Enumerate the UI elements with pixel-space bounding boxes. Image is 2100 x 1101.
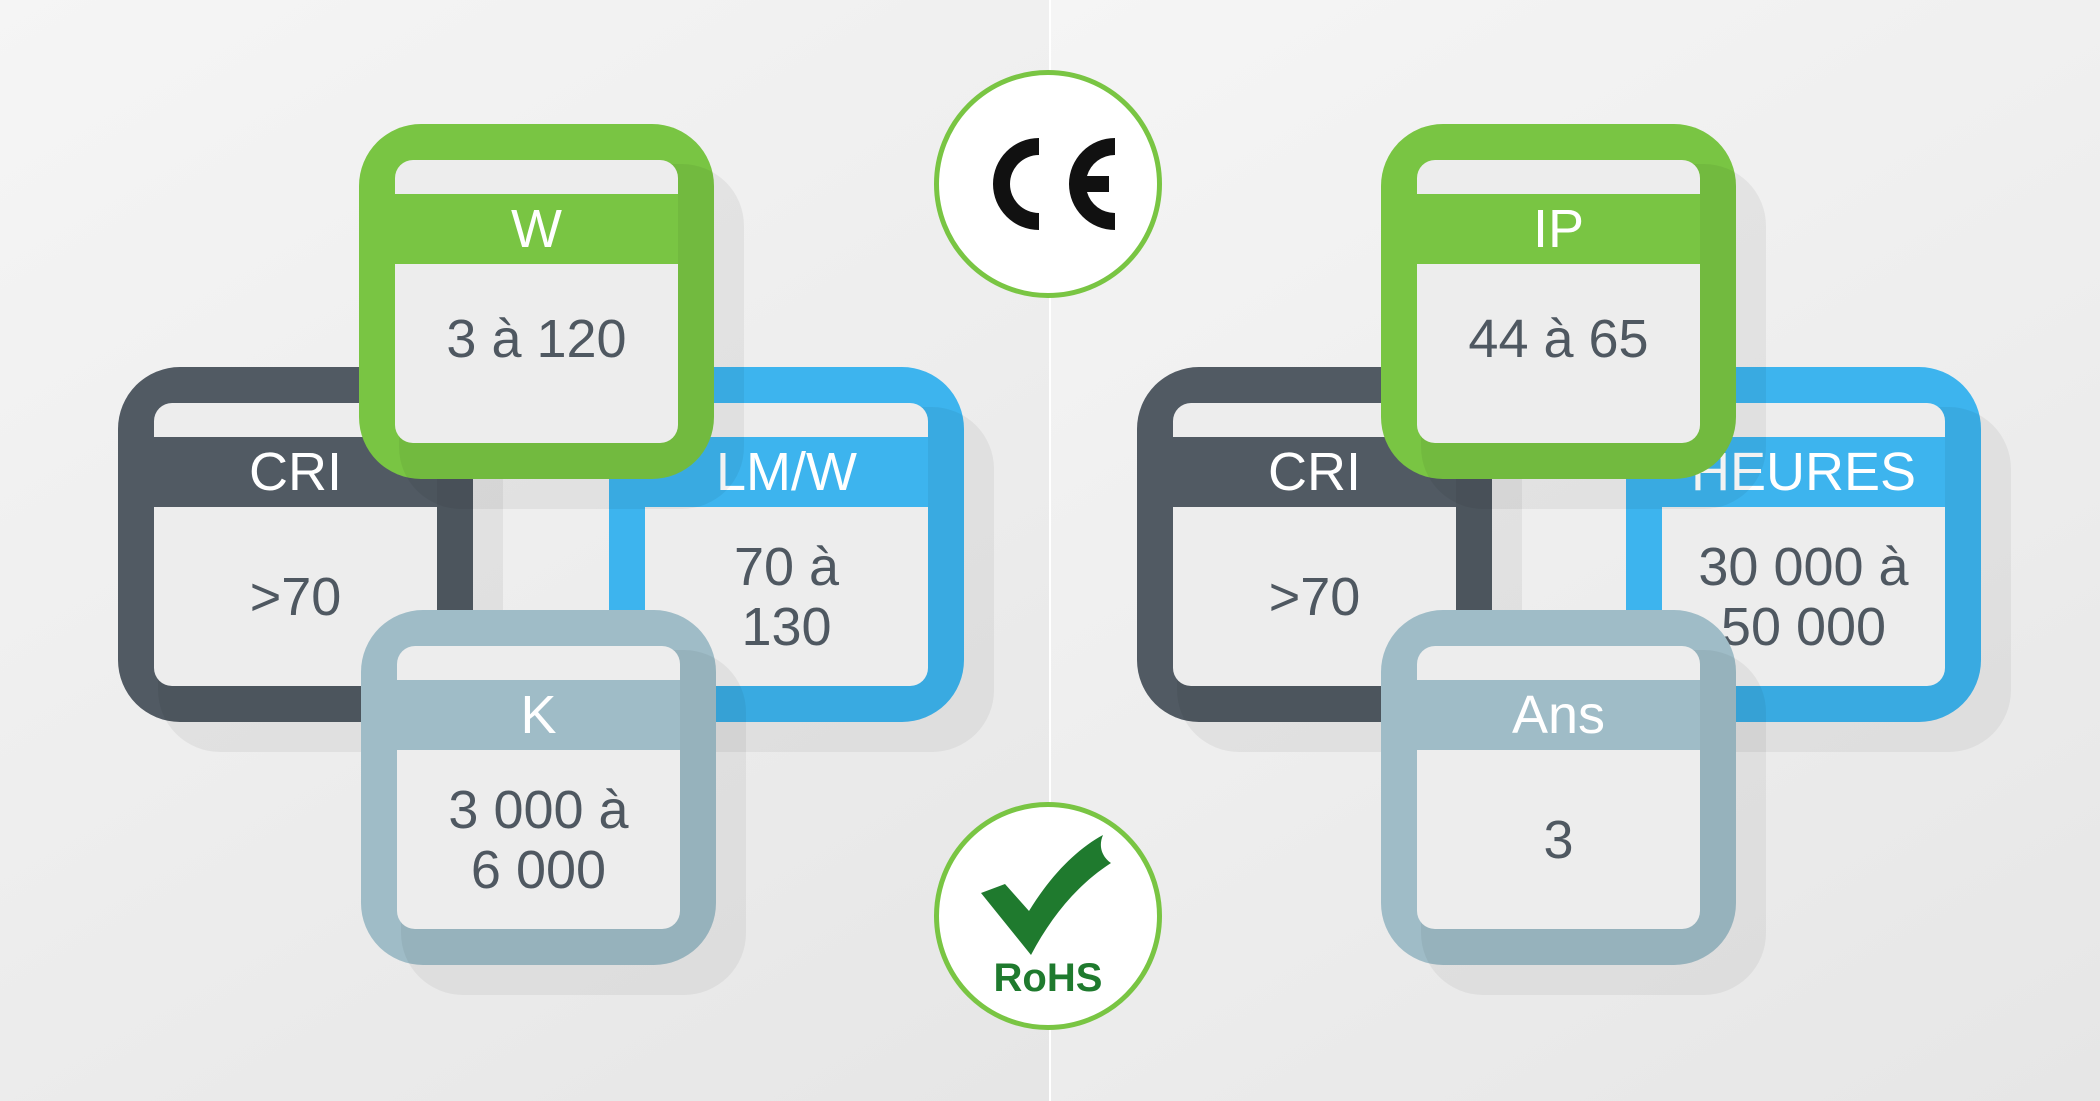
- ce-mark-icon: [993, 138, 1115, 230]
- rohs-check-icon: RoHS: [981, 835, 1111, 1000]
- rohs-badge: RoHS: [934, 802, 1162, 1030]
- card-value: >70: [249, 566, 342, 627]
- card-value: 30 000 à 50 000: [1698, 536, 1909, 657]
- card-value: 3 000 à 6 000: [448, 779, 629, 900]
- card-w-left: W 3 à 120: [359, 124, 744, 509]
- card-ans-right: Ans 3: [1381, 610, 1766, 995]
- card-ip-right: IP 44 à 65: [1381, 124, 1766, 509]
- card-label: K: [397, 680, 680, 750]
- card-value: 44 à 65: [1468, 309, 1649, 369]
- panel-divider: [1049, 0, 1051, 1101]
- card-value: 3: [1543, 809, 1574, 870]
- card-value: >70: [1268, 566, 1361, 627]
- card-label: W: [395, 194, 678, 264]
- ce-badge: [934, 70, 1162, 298]
- card-k-left: K 3 000 à 6 000: [361, 610, 746, 995]
- card-label: Ans: [1417, 680, 1700, 750]
- card-label: IP: [1417, 194, 1700, 264]
- card-value: 3 à 120: [446, 309, 627, 369]
- card-value: 70 à 130: [733, 536, 840, 657]
- rohs-label: RoHS: [994, 956, 1103, 1000]
